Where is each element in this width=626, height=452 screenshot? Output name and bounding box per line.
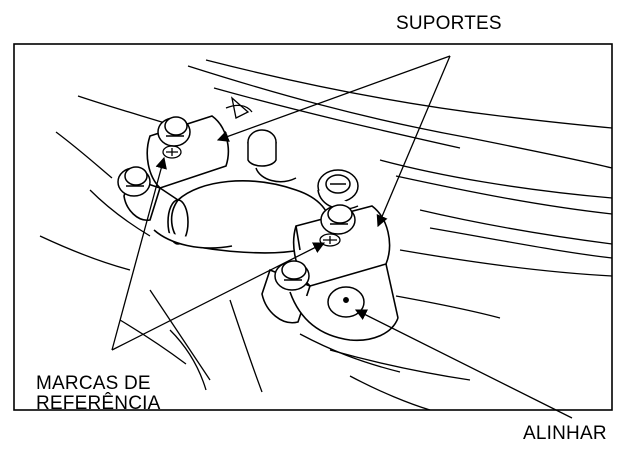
- ignition-area: [247, 129, 359, 210]
- label-reference-marks-line2: REFERÊNCIA: [36, 393, 161, 414]
- upper-holder-right: [261, 205, 399, 342]
- bolt-left-rear: [157, 116, 191, 147]
- background-lines: [39, 59, 613, 411]
- figure-frame: [13, 43, 613, 411]
- callout-lines: [111, 55, 573, 419]
- bolt-right-rear: [320, 204, 356, 235]
- leader-supports-left: [216, 55, 451, 142]
- leader-marks-right: [111, 242, 326, 351]
- leader-align: [354, 309, 573, 419]
- label-supports: SUPORTES: [396, 13, 502, 34]
- punch-mark-left: [162, 145, 182, 159]
- label-reference-marks-line1: MARCAS DE: [36, 373, 151, 394]
- bolt-right-front: [274, 260, 310, 291]
- leader-supports-right: [376, 55, 451, 228]
- alignment-mark: [327, 286, 365, 318]
- punch-mark-right: [319, 233, 341, 247]
- label-align: ALINHAR: [523, 423, 607, 444]
- bolt-left-front: [117, 166, 151, 197]
- leader-marks-left: [111, 156, 167, 351]
